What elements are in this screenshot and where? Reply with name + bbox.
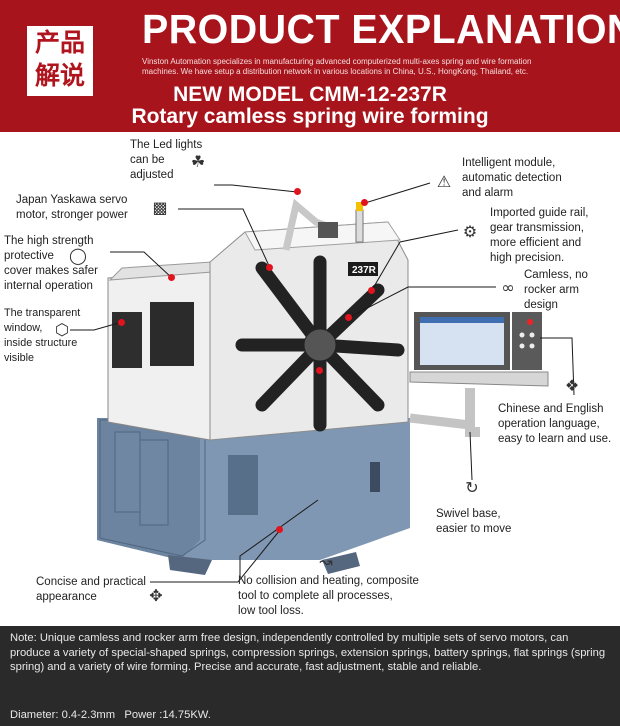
callout-line: and alarm <box>462 187 514 199</box>
marker-dot <box>266 264 273 271</box>
cn-line-2: 解说 <box>34 61 85 90</box>
callout-line: Japan Yaskawa servo <box>16 194 128 206</box>
callout-language: Chinese and English operation language, … <box>498 402 611 447</box>
hexagon-icon: ⬡ <box>55 320 69 339</box>
marker-dot <box>345 314 352 321</box>
chart-icon: ↝ <box>319 552 333 571</box>
transparent-window-right <box>150 302 194 366</box>
callout-line: Camless, no <box>524 269 588 281</box>
connector-panel <box>228 455 258 515</box>
callout-line: The Led lights <box>130 139 203 151</box>
callout-line: motor, stronger power <box>16 209 128 221</box>
callout-line: easy to learn and use. <box>498 433 612 445</box>
windows-icon: ❖ <box>564 376 580 395</box>
callout-line: can be <box>130 154 165 166</box>
callout-guide-rail: Imported guide rail, gear transmission, … <box>490 206 588 266</box>
callout-line: Imported guide rail, <box>490 207 589 219</box>
callout-led-lights: The Led lights can be adjusted <box>130 138 202 183</box>
callout-line: appearance <box>36 591 97 603</box>
callout-line: adjusted <box>130 169 174 181</box>
callout-swivel-base: Swivel base, easier to move <box>436 507 511 537</box>
marker-dot <box>316 367 323 374</box>
page-title: PRODUCT EXPLANATION <box>142 6 620 52</box>
note-panel: Note: Unique camless and rocker arm free… <box>0 626 620 726</box>
callout-line: internal operation <box>4 280 93 292</box>
marker-dot <box>361 199 368 206</box>
callout-line: easier to move <box>436 523 512 535</box>
callout-line: rocker arm <box>524 284 579 296</box>
cn-line-1: 产品 <box>34 28 85 57</box>
chinese-label-box: 产品 解说 <box>27 26 93 96</box>
callout-line: high precision. <box>490 252 565 264</box>
diamond-arrows-icon: ✥ <box>149 586 163 605</box>
callout-line: low tool loss. <box>238 605 304 617</box>
callout-line: The transparent <box>4 307 81 319</box>
link-icon: ∞ <box>501 278 515 297</box>
rotary-head <box>303 328 337 362</box>
machine-badge: 237R <box>352 265 377 276</box>
product-subtitle: Rotary camless spring wire forming <box>131 105 489 128</box>
callout-line: inside structure <box>4 337 78 349</box>
callout-transparent-window: The transparent window, inside structure… <box>4 306 80 366</box>
operation-screen <box>420 317 504 365</box>
spec-line: Diameter: 0.4-2.3mm Power :14.75KW. <box>10 709 211 721</box>
rotate-icon: ↻ <box>465 478 479 497</box>
callout-line: protective <box>4 250 54 262</box>
alarm-icon: ⚠ <box>436 172 452 191</box>
callout-intelligent-module: Intelligent module, automatic detection … <box>462 156 562 201</box>
company-description: Vinston Automation specializes in manufa… <box>142 57 532 76</box>
callout-line: visible <box>4 352 35 364</box>
callout-line: design <box>524 299 558 311</box>
callout-line: Chinese and English <box>498 403 604 415</box>
callout-appearance: Concise and practical appearance <box>36 575 146 605</box>
callout-line: gear transmission, <box>490 222 584 234</box>
callout-line: window, <box>4 322 43 334</box>
callout-protective-cover: The high strength protective cover makes… <box>4 234 98 294</box>
callout-servo-motor: Japan Yaskawa servo motor, stronger powe… <box>16 193 128 223</box>
callout-line: more efficient and <box>490 237 582 249</box>
lamp-icon: ☘ <box>190 152 206 171</box>
marker-dot <box>276 526 283 533</box>
callout-line: Concise and practical <box>36 576 146 588</box>
header-banner: 产品 解说 PRODUCT EXPLANATION Vinston Automa… <box>0 0 620 132</box>
callout-line: automatic detection <box>462 172 562 184</box>
led-lamp <box>318 222 338 238</box>
callout-line: The high strength <box>4 235 94 247</box>
model-name: NEW MODEL CMM-12-237R <box>173 83 447 106</box>
callout-composite-tool: No collision and heating, composite tool… <box>238 574 419 619</box>
callout-line: operation language, <box>498 418 600 430</box>
note-text: Note: Unique camless and rocker arm free… <box>10 632 606 673</box>
shield-icon: ◯ <box>69 246 87 265</box>
callout-line: Swivel base, <box>436 508 501 520</box>
gears-icon: ⚙ <box>462 222 478 241</box>
motor-icon: ▩ <box>152 198 168 217</box>
callout-line: tool to complete all processes, <box>238 590 393 602</box>
callout-line: Intelligent module, <box>462 157 556 169</box>
marker-dot <box>368 287 375 294</box>
marker-dot <box>118 319 125 326</box>
machine-illustration: 237R <box>70 182 575 583</box>
callout-camless: Camless, no rocker arm design <box>524 268 588 313</box>
signal-tower <box>355 209 364 243</box>
marker-dot <box>294 188 301 195</box>
marker-dot <box>168 274 175 281</box>
transparent-window-left <box>112 312 142 368</box>
callout-line: No collision and heating, composite <box>238 575 419 587</box>
callout-line: cover makes safer <box>4 265 98 277</box>
